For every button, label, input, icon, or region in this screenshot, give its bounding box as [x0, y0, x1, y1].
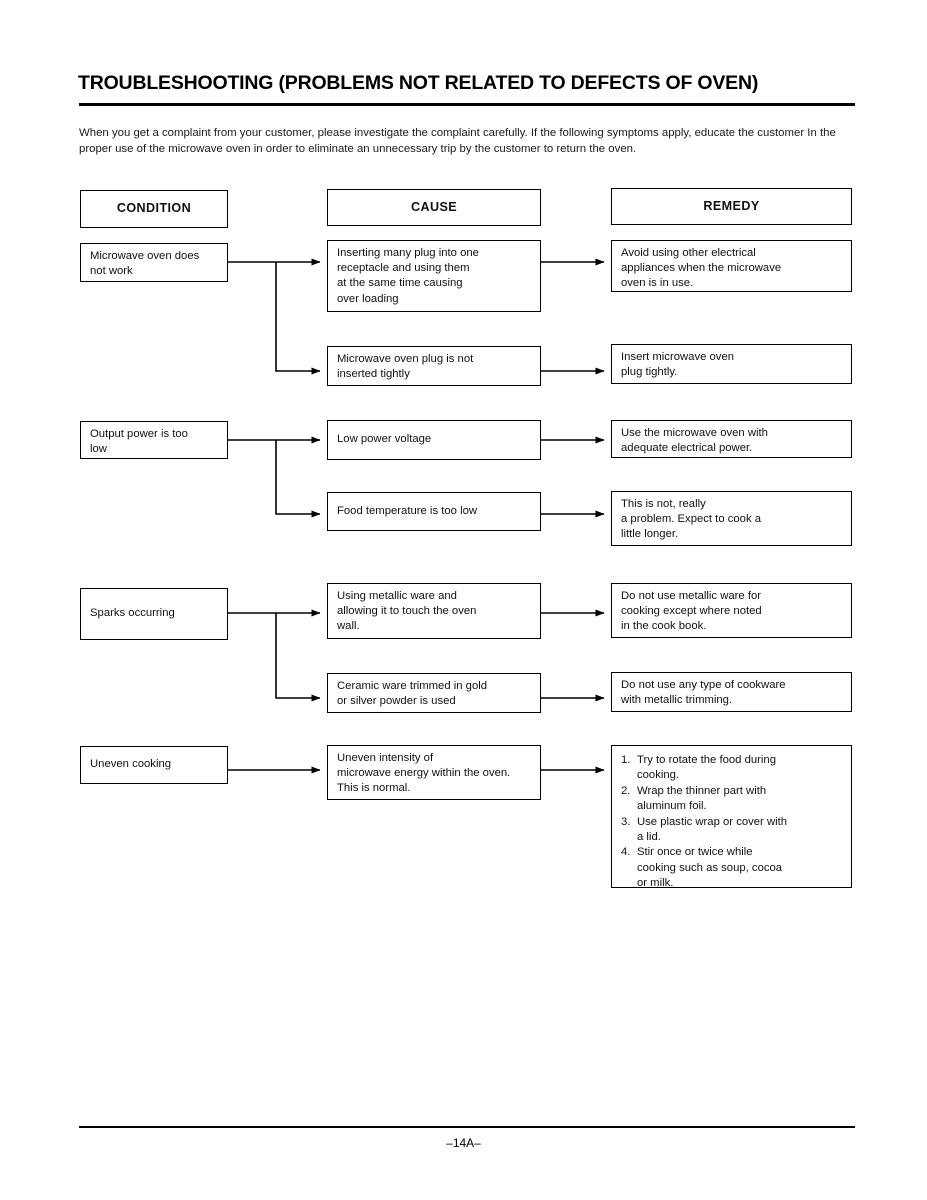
cause-line: Ceramic ware trimmed in gold: [337, 680, 488, 692]
cause-line: Using metallic ware and: [337, 590, 457, 602]
remedy-line: Avoid using other electrical: [621, 247, 756, 259]
cause-line: Microwave oven plug is not: [337, 353, 474, 365]
remedy-line: a lid.: [637, 831, 661, 844]
cause-line: over loading: [337, 292, 399, 305]
condition-box: Uneven cooking: [80, 746, 228, 784]
cause-line: inserted tightly: [337, 368, 410, 381]
condition-line: low: [90, 443, 107, 456]
remedy-line: a problem. Expect to cook a: [621, 513, 762, 526]
remedy-numbered-list: 1. Try to rotate the food during cooking…: [621, 753, 843, 892]
list-item: 4. Stir once or twice while cooking such…: [621, 845, 843, 891]
remedy-line: Stir once or twice while: [637, 846, 753, 859]
list-number: 1.: [621, 754, 631, 766]
page-number: –14A–: [446, 1136, 481, 1150]
cause-line: Uneven intensity of: [337, 752, 434, 764]
list-number: 4.: [621, 846, 631, 859]
cause-line: allowing it to touch the oven: [337, 605, 477, 618]
cause-line: Low power voltage: [337, 433, 432, 446]
cause-line: This is normal.: [337, 782, 411, 795]
cause-line: Food temperature is too low: [337, 504, 478, 517]
remedy-line: Use the microwave oven with: [621, 427, 768, 439]
remedy-line: or milk.: [637, 877, 674, 890]
column-header-remedy: REMEDY: [611, 188, 852, 225]
remedy-line: in the cook book.: [621, 620, 707, 633]
remedy-box: Do not use any type of cookware with met…: [611, 672, 852, 712]
cause-box: Uneven intensity of microwave energy wit…: [327, 745, 541, 800]
remedy-box: Avoid using other electrical appliances …: [611, 240, 852, 292]
column-header-cause: CAUSE: [327, 189, 541, 226]
condition-box: Microwave oven does not work: [80, 243, 228, 282]
remedy-line: oven is in use.: [621, 277, 694, 290]
remedy-line: with metallic trimming.: [621, 694, 733, 707]
cause-line: or silver powder is used: [337, 695, 456, 708]
remedy-line: cooking.: [637, 769, 680, 782]
cause-line: wall.: [337, 620, 360, 633]
remedy-line: Insert microwave oven: [621, 351, 735, 363]
remedy-line: Do not use metallic ware for: [621, 590, 762, 602]
page-title: TROUBLESHOOTING (PROBLEMS NOT RELATED TO…: [78, 72, 759, 94]
remedy-line: adequate electrical power.: [621, 442, 753, 455]
condition-line: Microwave oven does: [90, 250, 200, 262]
list-item: 1. Try to rotate the food during cooking…: [621, 753, 843, 784]
remedy-line: cooking except where noted: [621, 605, 762, 618]
remedy-box: 1. Try to rotate the food during cooking…: [611, 745, 852, 889]
title-divider: [79, 103, 855, 106]
condition-line: Sparks occurring: [90, 607, 175, 620]
cause-box: Microwave oven plug is not inserted tigh…: [327, 346, 541, 386]
cause-box: Food temperature is too low: [327, 492, 541, 531]
intro-paragraph: When you get a complaint from your custo…: [79, 127, 836, 155]
remedy-line: appliances when the microwave: [621, 262, 782, 275]
cause-line: microwave energy within the oven.: [337, 767, 511, 780]
list-number: 3.: [621, 815, 631, 828]
cause-line: at the same time causing: [337, 277, 463, 290]
cause-line: Inserting many plug into one: [337, 247, 479, 259]
list-item: 2. Wrap the thinner part with aluminum f…: [621, 784, 843, 815]
cause-box: Inserting many plug into one receptacle …: [327, 240, 541, 312]
remedy-box: Do not use metallic ware for cooking exc…: [611, 583, 852, 638]
condition-line: Output power is too: [90, 428, 188, 440]
remedy-box: Use the microwave oven with adequate ele…: [611, 420, 852, 458]
remedy-line: aluminum foil.: [637, 800, 707, 813]
remedy-line: Wrap the thinner part with: [637, 784, 767, 797]
cause-box: Ceramic ware trimmed in gold or silver p…: [327, 673, 541, 713]
condition-line: Uneven cooking: [90, 758, 172, 771]
condition-line: not work: [90, 265, 133, 278]
remedy-line: This is not, really: [621, 498, 706, 510]
cause-box: Using metallic ware and allowing it to t…: [327, 583, 541, 639]
remedy-line: plug tightly.: [621, 366, 678, 379]
cause-box: Low power voltage: [327, 420, 541, 460]
remedy-line: cooking such as soup, cocoa: [637, 861, 783, 874]
list-number: 2.: [621, 784, 631, 797]
remedy-box: This is not, really a problem. Expect to…: [611, 491, 852, 546]
cause-line: receptacle and using them: [337, 262, 470, 275]
remedy-line: Try to rotate the food during: [637, 754, 776, 766]
remedy-box: Insert microwave oven plug tightly.: [611, 344, 852, 384]
footer-divider: [79, 1126, 855, 1128]
remedy-line: little longer.: [621, 528, 679, 541]
remedy-line: Do not use any type of cookware: [621, 679, 786, 691]
column-header-condition: CONDITION: [80, 190, 228, 228]
condition-box: Sparks occurring: [80, 588, 228, 640]
remedy-line: Use plastic wrap or cover with: [637, 815, 788, 828]
condition-box: Output power is too low: [80, 421, 228, 459]
list-item: 3. Use plastic wrap or cover with a lid.: [621, 815, 843, 846]
